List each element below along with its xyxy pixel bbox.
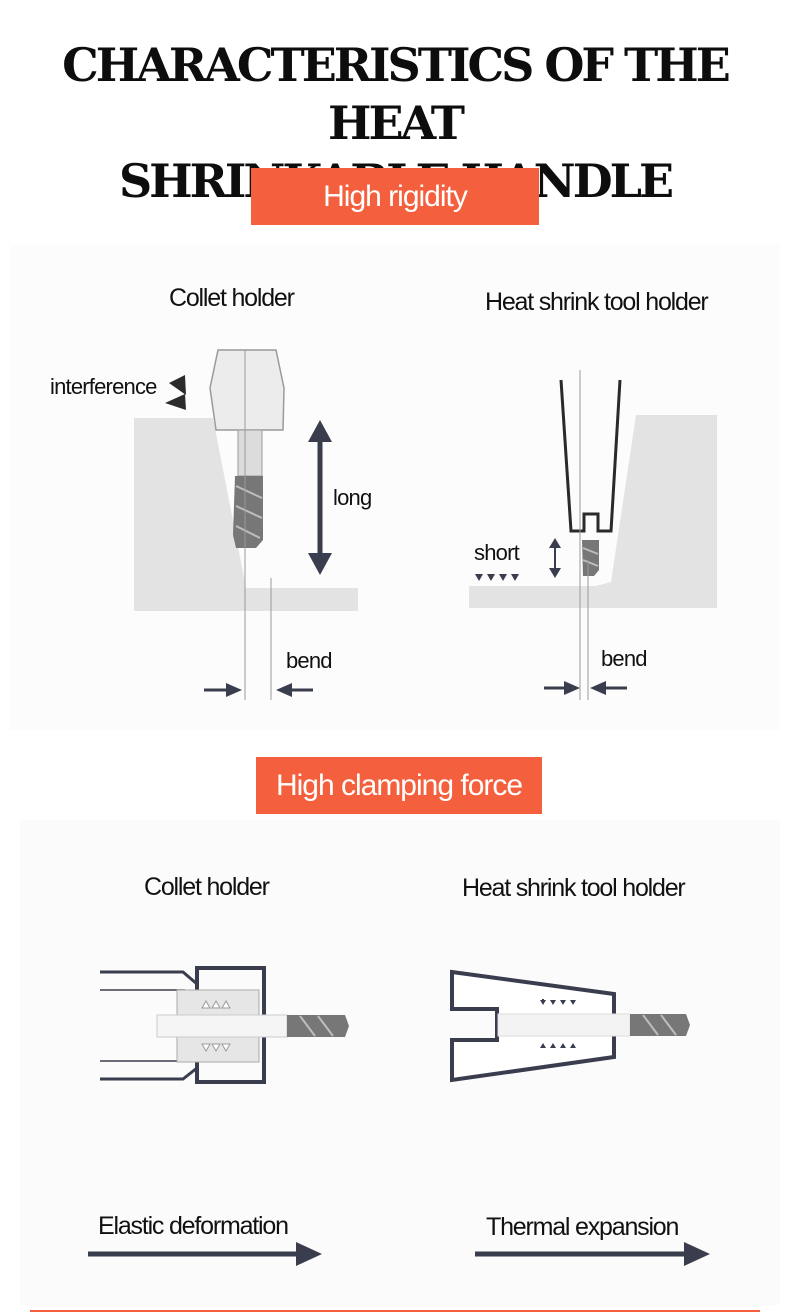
elastic-deformation-arrow-icon bbox=[88, 1242, 322, 1266]
thermal-expansion-arrow-icon bbox=[475, 1242, 710, 1266]
heat-shrink-clamping-shank bbox=[497, 1013, 631, 1037]
collet-nut bbox=[209, 349, 285, 431]
short-label: short bbox=[474, 540, 520, 565]
heat-shrink-bend-arrows-icon bbox=[544, 681, 627, 695]
thermal-expansion-label: Thermal expansion bbox=[486, 1213, 679, 1241]
heat-shrink-heading-rigidity: Heat shrink tool holder bbox=[485, 288, 709, 316]
interference-label: interference bbox=[50, 374, 157, 399]
heat-shrink-bend-label: bend bbox=[601, 646, 648, 671]
collet-clamping-diagram bbox=[100, 966, 266, 1084]
short-arrow-icon bbox=[549, 538, 561, 578]
surface-markers-icon bbox=[475, 574, 519, 581]
interference-marker-2 bbox=[165, 394, 186, 410]
heat-shrink-pressure-arrows-icon bbox=[540, 999, 576, 1048]
heat-shrink-heading-clamping: Heat shrink tool holder bbox=[462, 874, 686, 902]
interference-marker-1 bbox=[169, 375, 186, 395]
title-line-1: CHARACTERISTICS OF THE HEAT bbox=[62, 38, 731, 150]
heat-shrink-workpiece-block bbox=[469, 415, 717, 608]
collet-clamp-cutter bbox=[287, 1015, 349, 1037]
long-label: long bbox=[333, 485, 372, 510]
high-rigidity-banner: High rigidity bbox=[251, 168, 539, 225]
collet-holder-heading-rigidity: Collet holder bbox=[169, 284, 295, 312]
high-clamping-force-banner: High clamping force bbox=[256, 757, 542, 814]
collet-holder-heading-clamping: Collet holder bbox=[144, 873, 270, 901]
collet-shank bbox=[156, 1014, 288, 1038]
elastic-deformation-label: Elastic deformation bbox=[98, 1212, 289, 1240]
heat-shrink-clamp-cutter bbox=[630, 1014, 690, 1036]
long-arrow-icon bbox=[308, 420, 332, 575]
collet-bend-label: bend bbox=[286, 648, 333, 673]
heat-shrink-holder bbox=[559, 379, 622, 533]
collet-pressure-arrows-icon bbox=[201, 999, 231, 1053]
collet-workpiece-block bbox=[134, 418, 358, 611]
collet-bend-arrows-icon bbox=[204, 683, 313, 697]
